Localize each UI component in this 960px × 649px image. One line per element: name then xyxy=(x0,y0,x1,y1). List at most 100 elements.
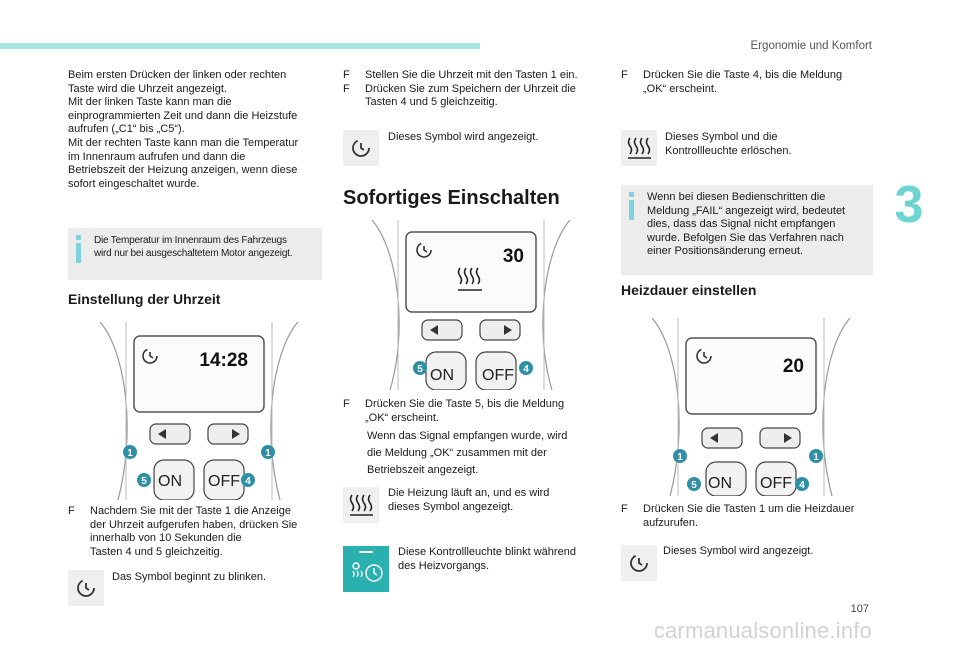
indicator-lamp-box xyxy=(343,546,389,592)
step-line: der Uhrzeit aufgerufen haben, drücken Si… xyxy=(90,518,298,531)
bullet-marker: F xyxy=(621,69,628,81)
info-line: Die Temperatur im Innenraum des Fahrzeug… xyxy=(94,235,287,246)
svg-text:5: 5 xyxy=(691,480,697,491)
svg-text:OFF: OFF xyxy=(482,367,514,384)
note-line: Die Heizung läuft an, und es wird xyxy=(388,487,550,499)
svg-text:1: 1 xyxy=(127,448,133,459)
heater-icon xyxy=(349,494,373,516)
svg-text:ON: ON xyxy=(158,473,182,490)
step-line: Nachdem Sie mit der Taste 1 die Anzeige xyxy=(90,505,291,517)
info-icon xyxy=(629,192,634,220)
icon-note-indicator: Diese Kontrollleuchte blinkt während des… xyxy=(398,546,603,573)
heating-indicator-icon xyxy=(352,551,383,582)
step-press-5: F Drücken Sie die Taste 5, bis die Meldu… xyxy=(343,398,605,425)
step-line: innerhalb von 10 Sekunden die xyxy=(90,532,242,545)
info-line: wird nur bei ausgeschaltetem Motor angez… xyxy=(94,248,293,260)
sub-line: Wenn das Signal empfangen wurde, wird xyxy=(367,430,568,442)
info-box-fail: Wenn bei diesen Bedienschritten die Meld… xyxy=(621,185,873,275)
step-press-4: F Drücken Sie die Taste 4, bis die Meldu… xyxy=(621,69,883,96)
info-box-temperature: Die Temperatur im Innenraum des Fahrzeug… xyxy=(68,228,322,280)
icon-note-shown: Dieses Symbol wird angezeigt. xyxy=(663,545,814,557)
note-line: Dieses Symbol und die xyxy=(665,131,778,143)
intro-line: sofort eingeschaltet wurde. xyxy=(68,177,200,190)
note-line: des Heizvorgangs. xyxy=(398,559,490,572)
clock-symbol-box xyxy=(621,545,657,581)
bullet-marker: F xyxy=(343,69,350,81)
step-line: Drücken Sie zum Speichern der Uhrzeit di… xyxy=(365,82,576,95)
clock-symbol-box xyxy=(68,570,104,606)
clock-icon xyxy=(352,139,370,157)
watermark: carmanualsonline.info xyxy=(653,618,872,643)
svg-text:4: 4 xyxy=(523,364,529,375)
info-icon xyxy=(76,235,81,263)
svg-text:1: 1 xyxy=(813,452,819,463)
heater-symbol-box xyxy=(343,487,379,523)
sub-line: die Meldung „OK“ zusammen mit der xyxy=(367,447,547,459)
svg-text:1: 1 xyxy=(677,452,683,463)
heater-symbol-box xyxy=(621,130,657,166)
heading-immediate-start: Sofortiges Einschalten xyxy=(343,187,560,209)
clock-icon xyxy=(142,348,158,364)
svg-text:ON: ON xyxy=(708,475,732,492)
step-line: „OK“ erscheint. xyxy=(365,411,439,424)
icon-note-heater: Die Heizung läuft an, und es wird dieses… xyxy=(388,487,598,514)
clock-icon xyxy=(630,554,648,572)
chapter-number: 3 xyxy=(894,176,924,234)
svg-text:1: 1 xyxy=(265,448,271,459)
remote-illustration-immediate: 30 ON OFF 5 4 xyxy=(368,220,574,390)
step-line: „OK“ erscheint. xyxy=(643,82,717,95)
clock-icon xyxy=(416,242,432,258)
heater-icon xyxy=(627,137,651,159)
step-press-1: F Drücken Sie die Tasten 1 um die Heizda… xyxy=(621,503,883,530)
step-store-clock: F F Stellen Sie die Uhrzeit mit den Tast… xyxy=(343,69,605,110)
svg-text:5: 5 xyxy=(141,476,147,487)
remote-illustration-duration: 20 1 1 ON OFF 5 4 xyxy=(648,318,854,496)
svg-text:OFF: OFF xyxy=(760,475,792,492)
step-clock-set: F Nachdem Sie mit der Taste 1 die Anzeig… xyxy=(68,505,330,559)
step-line: Stellen Sie die Uhrzeit mit den Tasten 1… xyxy=(365,69,578,81)
intro-line: Betriebszeit der Heizung anzeigen, wenn … xyxy=(68,164,298,177)
step-line: aufzurufen. xyxy=(643,516,699,529)
clock-icon xyxy=(696,348,712,364)
remote-illustration-clock: 14:28 1 1 ON OFF 5 4 xyxy=(96,322,302,500)
section-header: Ergonomie und Komfort xyxy=(750,40,872,52)
step-line: Drücken Sie die Taste 4, bis die Meldung xyxy=(643,69,843,81)
note-line: Diese Kontrollleuchte blinkt während xyxy=(398,546,576,558)
clock-icon xyxy=(77,579,95,597)
page-number: 107 xyxy=(850,603,869,615)
heading-heating-duration: Heizdauer einstellen xyxy=(621,282,757,298)
intro-line: Taste wird die Uhrzeit angezeigt. xyxy=(68,82,227,95)
info-line: dies, dass das Signal nicht empfangen xyxy=(647,218,836,231)
step-line: Tasten 4 und 5 gleichzeitig. xyxy=(90,545,223,558)
intro-line: einprogrammierten Zeit und dann die Heiz… xyxy=(68,109,298,122)
step-line: Drücken Sie die Tasten 1 um die Heizdaue… xyxy=(643,503,855,515)
top-accent-bar xyxy=(0,43,480,49)
heading-clock-setting: Einstellung der Uhrzeit xyxy=(68,291,221,307)
icon-note-displayed: Dieses Symbol wird angezeigt. xyxy=(388,131,539,143)
heater-icon xyxy=(457,267,482,291)
icon-note-blink: Das Symbol beginnt zu blinken. xyxy=(112,571,267,583)
intro-paragraph: Beim ersten Drücken der linken oder rech… xyxy=(68,69,328,191)
step-line: Drücken Sie die Taste 5, bis die Meldung xyxy=(365,398,565,410)
sub-line: Betriebszeit angezeigt. xyxy=(367,464,479,476)
svg-text:4: 4 xyxy=(245,476,251,487)
icon-note-off: Dieses Symbol und die Kontrollleuchte er… xyxy=(665,131,865,158)
intro-line: Mit der rechten Taste kann man die Tempe… xyxy=(68,136,299,149)
svg-text:OFF: OFF xyxy=(208,473,240,490)
svg-text:ON: ON xyxy=(430,367,454,384)
step-line: Tasten 4 und 5 gleichzeitig. xyxy=(365,96,498,109)
remote-display-text: 20 xyxy=(783,356,804,377)
intro-line: aufrufen („C1“ bis „C5“). xyxy=(68,123,185,136)
info-line: Meldung „FAIL“ angezeigt wird, bedeutet xyxy=(647,204,846,217)
intro-line: Beim ersten Drücken der linken oder rech… xyxy=(68,69,287,81)
note-line: Kontrollleuchte erlöschen. xyxy=(665,144,792,157)
info-line: wurde. Befolgen Sie das Verfahren nach xyxy=(647,231,844,244)
svg-text:4: 4 xyxy=(799,480,805,491)
note-line: dieses Symbol angezeigt. xyxy=(388,500,514,513)
intro-line: Mit der linken Taste kann man die xyxy=(68,96,232,109)
intro-line: im Innenraum aufrufen und dann die xyxy=(68,150,246,163)
info-line: einer Positionsänderung erneut. xyxy=(647,245,803,258)
clock-symbol-box xyxy=(343,130,379,166)
bullet-marker: F xyxy=(68,505,75,517)
svg-text:5: 5 xyxy=(417,364,423,375)
